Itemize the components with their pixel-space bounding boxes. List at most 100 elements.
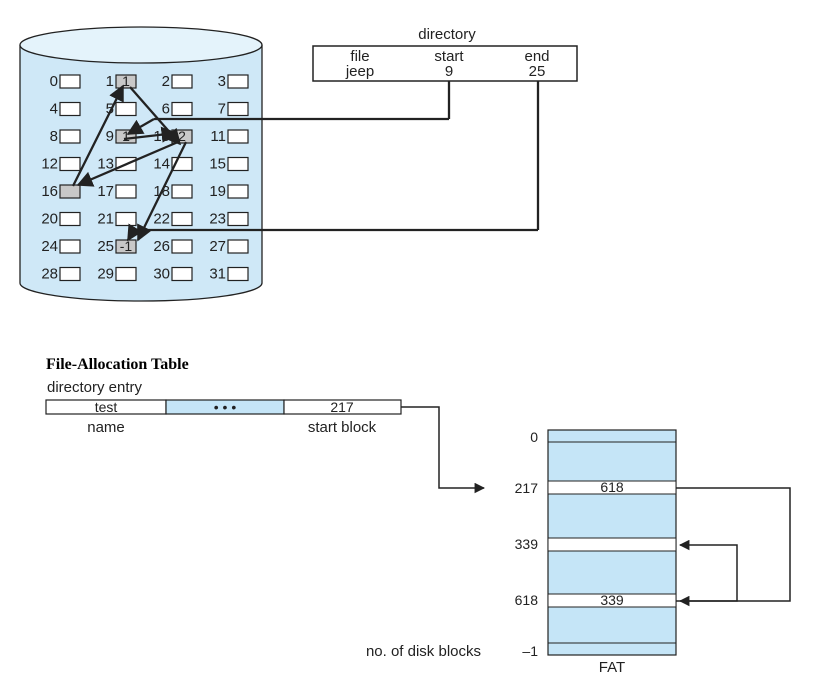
disk-block-26: [171, 239, 193, 254]
entry-ellipsis: • • •: [214, 399, 237, 415]
block-pointer-9: 1: [122, 128, 130, 144]
directory-entry-label: directory entry: [47, 379, 143, 396]
block-number-20: 20: [41, 211, 58, 228]
disk-blocks-count-label: no. of disk blocks: [366, 643, 481, 660]
fat-cell-618: 339: [600, 592, 624, 608]
disk-block-6: [171, 101, 193, 117]
disk-block-18: [171, 184, 193, 199]
start-pointer-arrow: [126, 118, 155, 135]
block-number-17: 17: [97, 183, 114, 200]
block-number-31: 31: [209, 266, 226, 283]
block-number-29: 29: [97, 266, 114, 283]
linked-directory: directory file start end jeep 9 25: [312, 26, 578, 82]
fat-arrow-618-to-339: [676, 539, 738, 602]
disk-block-28: [59, 266, 81, 282]
fat-title: File-Allocation Table: [46, 356, 189, 373]
block-number-30: 30: [153, 266, 170, 283]
entry-name-value: test: [95, 399, 118, 415]
disk-block-19: [227, 184, 249, 199]
fat-table: 618 339: [547, 429, 677, 656]
fat-cell-217: 618: [600, 479, 624, 495]
entry-start-label: start block: [308, 419, 377, 436]
disk-block-24: [59, 239, 81, 254]
cell-file: jeep: [345, 63, 374, 80]
block-number-8: 8: [50, 128, 58, 145]
disk-block-12: [59, 156, 81, 172]
header-file: file: [350, 48, 369, 65]
block-pointer-25: -1: [120, 238, 133, 254]
disk-block-22: [171, 211, 193, 227]
block-number-19: 19: [209, 183, 226, 200]
fat-arrows: [401, 406, 791, 607]
disk-block-8: [59, 129, 81, 144]
chain-arrow-16-to-1: [71, 84, 125, 187]
block-number-24: 24: [41, 238, 58, 255]
block-number-16: 16: [41, 183, 58, 200]
block-number-9: 9: [106, 128, 114, 145]
block-number-21: 21: [97, 211, 114, 228]
block-number-25: 25: [97, 238, 114, 255]
fat-label-0: 0: [530, 429, 538, 445]
disk-block-15: [227, 156, 249, 172]
block-number-27: 27: [209, 238, 226, 255]
start-block-arrow: [401, 406, 486, 494]
block-number-12: 12: [41, 156, 58, 173]
chain-arrow-10-to-25: [136, 141, 188, 242]
header-start: start: [434, 48, 464, 65]
directory-table: [312, 45, 578, 82]
fat-label-339: 339: [515, 536, 539, 552]
entry-start-value: 217: [330, 399, 354, 415]
block-number-3: 3: [218, 73, 226, 90]
disk-block-17: [115, 184, 137, 199]
directory-title: directory: [418, 26, 476, 43]
disk-block-30: [171, 266, 193, 282]
disk-block-11: [227, 129, 249, 144]
disk-block-7: [227, 101, 249, 117]
block-pointer-1: 1: [122, 73, 130, 89]
disk-block-21: [115, 211, 137, 227]
directory-entry: test • • • 217 name start block: [45, 399, 402, 436]
disk-block-0: [59, 74, 81, 89]
block-number-0: 0: [50, 73, 58, 90]
block-number-2: 2: [162, 73, 170, 90]
disk-block-29: [115, 266, 137, 282]
disk-block-4: [59, 101, 81, 117]
disk-block-5: [115, 101, 137, 117]
entry-name-label: name: [87, 419, 125, 436]
block-number-23: 23: [209, 211, 226, 228]
fat-row-339: [547, 537, 677, 552]
fat-label-217: 217: [515, 480, 539, 496]
disk-block-25: [115, 239, 137, 254]
block-number-1: 1: [106, 73, 114, 90]
block-number-22: 22: [153, 211, 170, 228]
disk-block-2: [171, 74, 193, 89]
block-pointer-10: 2: [178, 128, 186, 144]
fat-label: FAT: [599, 659, 625, 675]
disk-block-16: [59, 184, 81, 199]
block-number-7: 7: [218, 101, 226, 118]
block-chain-arrows: [71, 78, 540, 242]
disk-block-23: [227, 211, 249, 227]
disk-block-20: [59, 211, 81, 227]
cell-start: 9: [445, 63, 453, 80]
fat-label-last: –1: [522, 643, 538, 659]
cell-end: 25: [529, 63, 546, 80]
block-number-15: 15: [209, 156, 226, 173]
disk-block-27: [227, 239, 249, 254]
disk-block-3: [227, 74, 249, 89]
header-end: end: [524, 48, 549, 65]
block-number-14: 14: [153, 156, 170, 173]
block-number-4: 4: [50, 101, 58, 118]
chain-arrow-1-to-10-area: [129, 86, 182, 146]
block-number-6: 6: [162, 101, 170, 118]
block-number-11: 11: [210, 128, 226, 145]
fat-label-618: 618: [515, 592, 539, 608]
block-number-28: 28: [41, 266, 58, 283]
disk-block-31: [227, 266, 249, 282]
block-number-5: 5: [106, 101, 114, 118]
block-number-26: 26: [153, 238, 170, 255]
end-pointer-arrow: [127, 223, 143, 242]
block-number-13: 13: [97, 156, 114, 173]
